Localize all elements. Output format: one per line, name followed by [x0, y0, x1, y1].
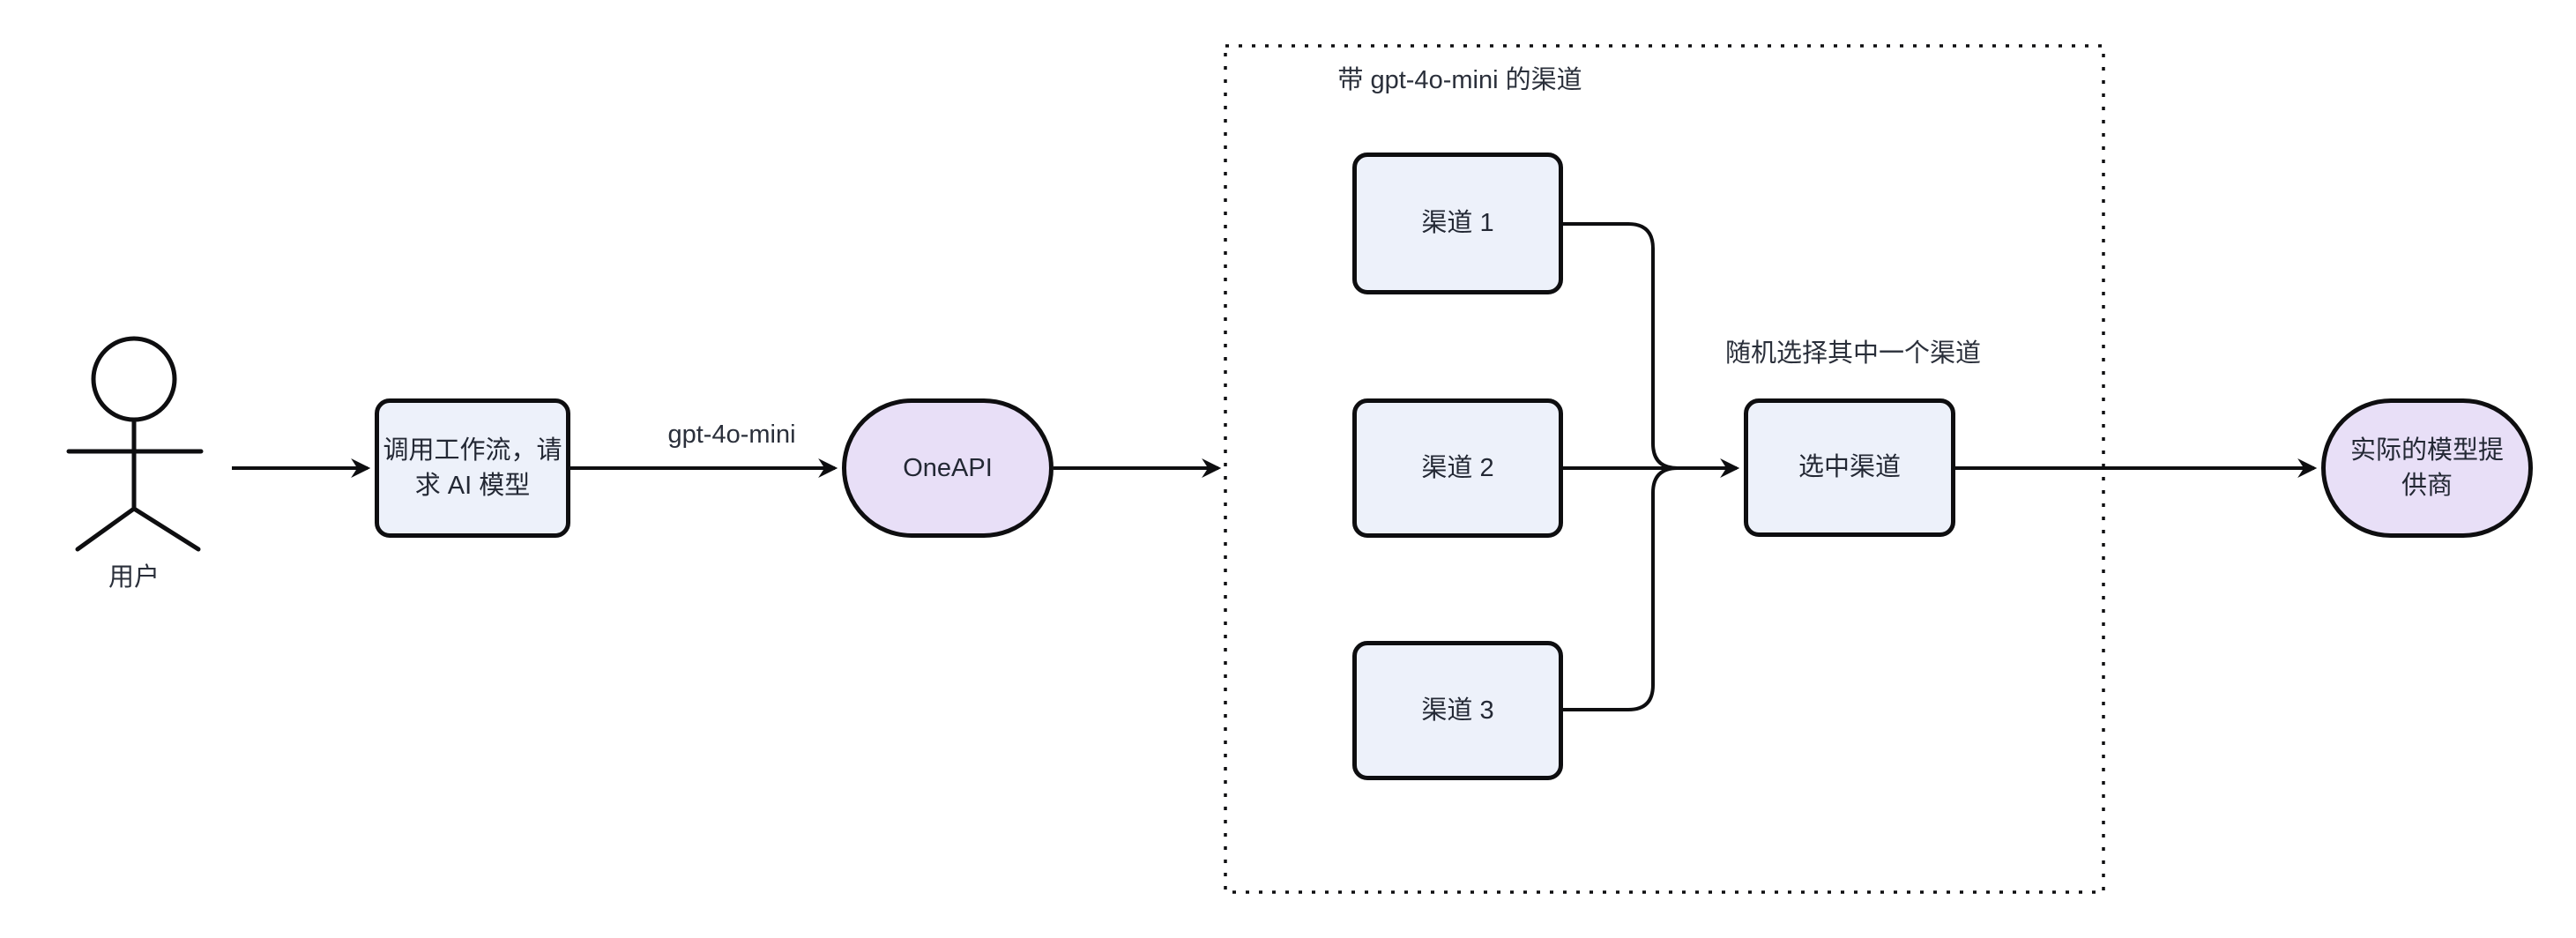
node-selected-channel-label: 选中渠道: [1798, 453, 1901, 482]
node-oneapi: OneAPI: [842, 398, 1053, 538]
node-call-workflow-line2: 求 AI 模型: [414, 472, 531, 500]
node-selected-channel: 选中渠道: [1744, 398, 1955, 537]
node-channel-3: 渠道 3: [1352, 641, 1563, 780]
edge-channel3-to-selected: [1563, 466, 1679, 711]
node-call-workflow-line1: 调用工作流，请: [383, 436, 562, 465]
channel-group-title: 带 gpt-4o-mini 的渠道: [1337, 66, 1582, 94]
node-channel-1-label: 渠道 1: [1421, 209, 1494, 238]
edge-channel1-to-selected: [1563, 222, 1679, 470]
node-channel-1: 渠道 1: [1352, 153, 1563, 294]
channel-group-container: [1224, 44, 2105, 894]
user-actor-label: 用户: [108, 563, 160, 592]
node-model-provider: 实际的模型提 供商: [2321, 398, 2533, 538]
node-channel-2: 渠道 2: [1352, 398, 1563, 538]
user-actor-icon: [66, 336, 204, 552]
node-model-provider-line1: 实际的模型提: [2349, 436, 2504, 465]
random-selection-note: 随机选择其中一个渠道: [1724, 339, 1981, 368]
node-call-workflow: 调用工作流，请 求 AI 模型: [375, 398, 570, 538]
node-channel-3-label: 渠道 3: [1421, 696, 1494, 725]
node-model-provider-line2: 供商: [2401, 472, 2453, 500]
node-channel-2-label: 渠道 2: [1421, 453, 1494, 482]
node-oneapi-label: OneAPI: [903, 453, 993, 482]
edge-label-gpt-4o-mini: gpt-4o-mini: [667, 421, 796, 449]
